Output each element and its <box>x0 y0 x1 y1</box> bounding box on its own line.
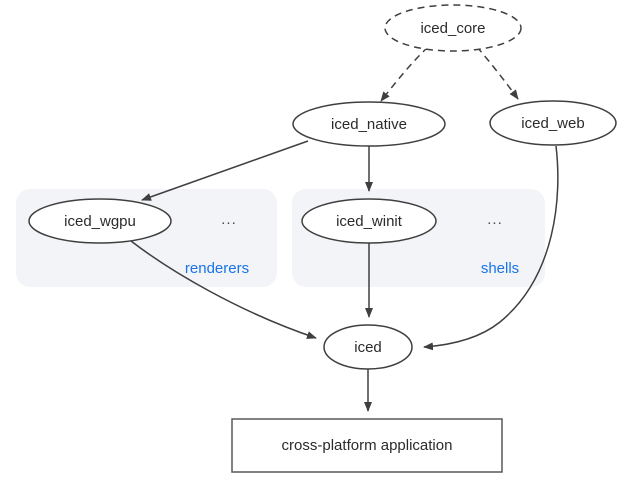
node-iced_web[interactable]: iced_web <box>489 100 617 146</box>
cluster-renderers-label: renderers <box>185 260 249 277</box>
node-iced-shape[interactable] <box>323 324 413 370</box>
shells-more-ellipsis: ... <box>487 211 503 228</box>
edge-iced_native-to-iced_wgpu <box>141 140 309 201</box>
node-iced_core[interactable]: iced_core <box>384 4 522 52</box>
node-iced_winit-shape[interactable] <box>301 198 437 244</box>
edge-iced_core-to-iced_native <box>380 46 429 102</box>
node-iced_wgpu-shape[interactable] <box>28 198 172 244</box>
node-iced_native-label: iced_native <box>331 116 407 133</box>
node-iced_web-label: iced_web <box>521 115 584 132</box>
edge-iced_web-to-iced <box>423 145 559 351</box>
node-application-label: cross-platform application <box>282 437 453 454</box>
node-iced_web-shape[interactable] <box>489 100 617 146</box>
node-iced-label: iced <box>354 339 382 356</box>
node-iced_winit-label: iced_winit <box>336 213 403 230</box>
node-iced_core-shape[interactable] <box>384 4 522 52</box>
node-iced_wgpu[interactable]: iced_wgpu <box>28 198 172 244</box>
cluster-shells-label: shells <box>481 260 519 277</box>
node-iced_wgpu-label: iced_wgpu <box>64 213 136 230</box>
node-iced_native-shape[interactable] <box>292 101 446 147</box>
node-iced[interactable]: iced <box>323 324 413 370</box>
node-iced_native[interactable]: iced_native <box>292 101 446 147</box>
edge-iced_wgpu-to-iced <box>130 240 317 339</box>
node-iced_core-label: iced_core <box>420 20 485 37</box>
node-application[interactable]: cross-platform application <box>231 418 503 473</box>
node-application-shape[interactable] <box>231 418 503 473</box>
renderers-more-ellipsis: ... <box>221 211 237 228</box>
edge-iced_core-to-iced_web <box>476 46 519 100</box>
node-iced_winit[interactable]: iced_winit <box>301 198 437 244</box>
